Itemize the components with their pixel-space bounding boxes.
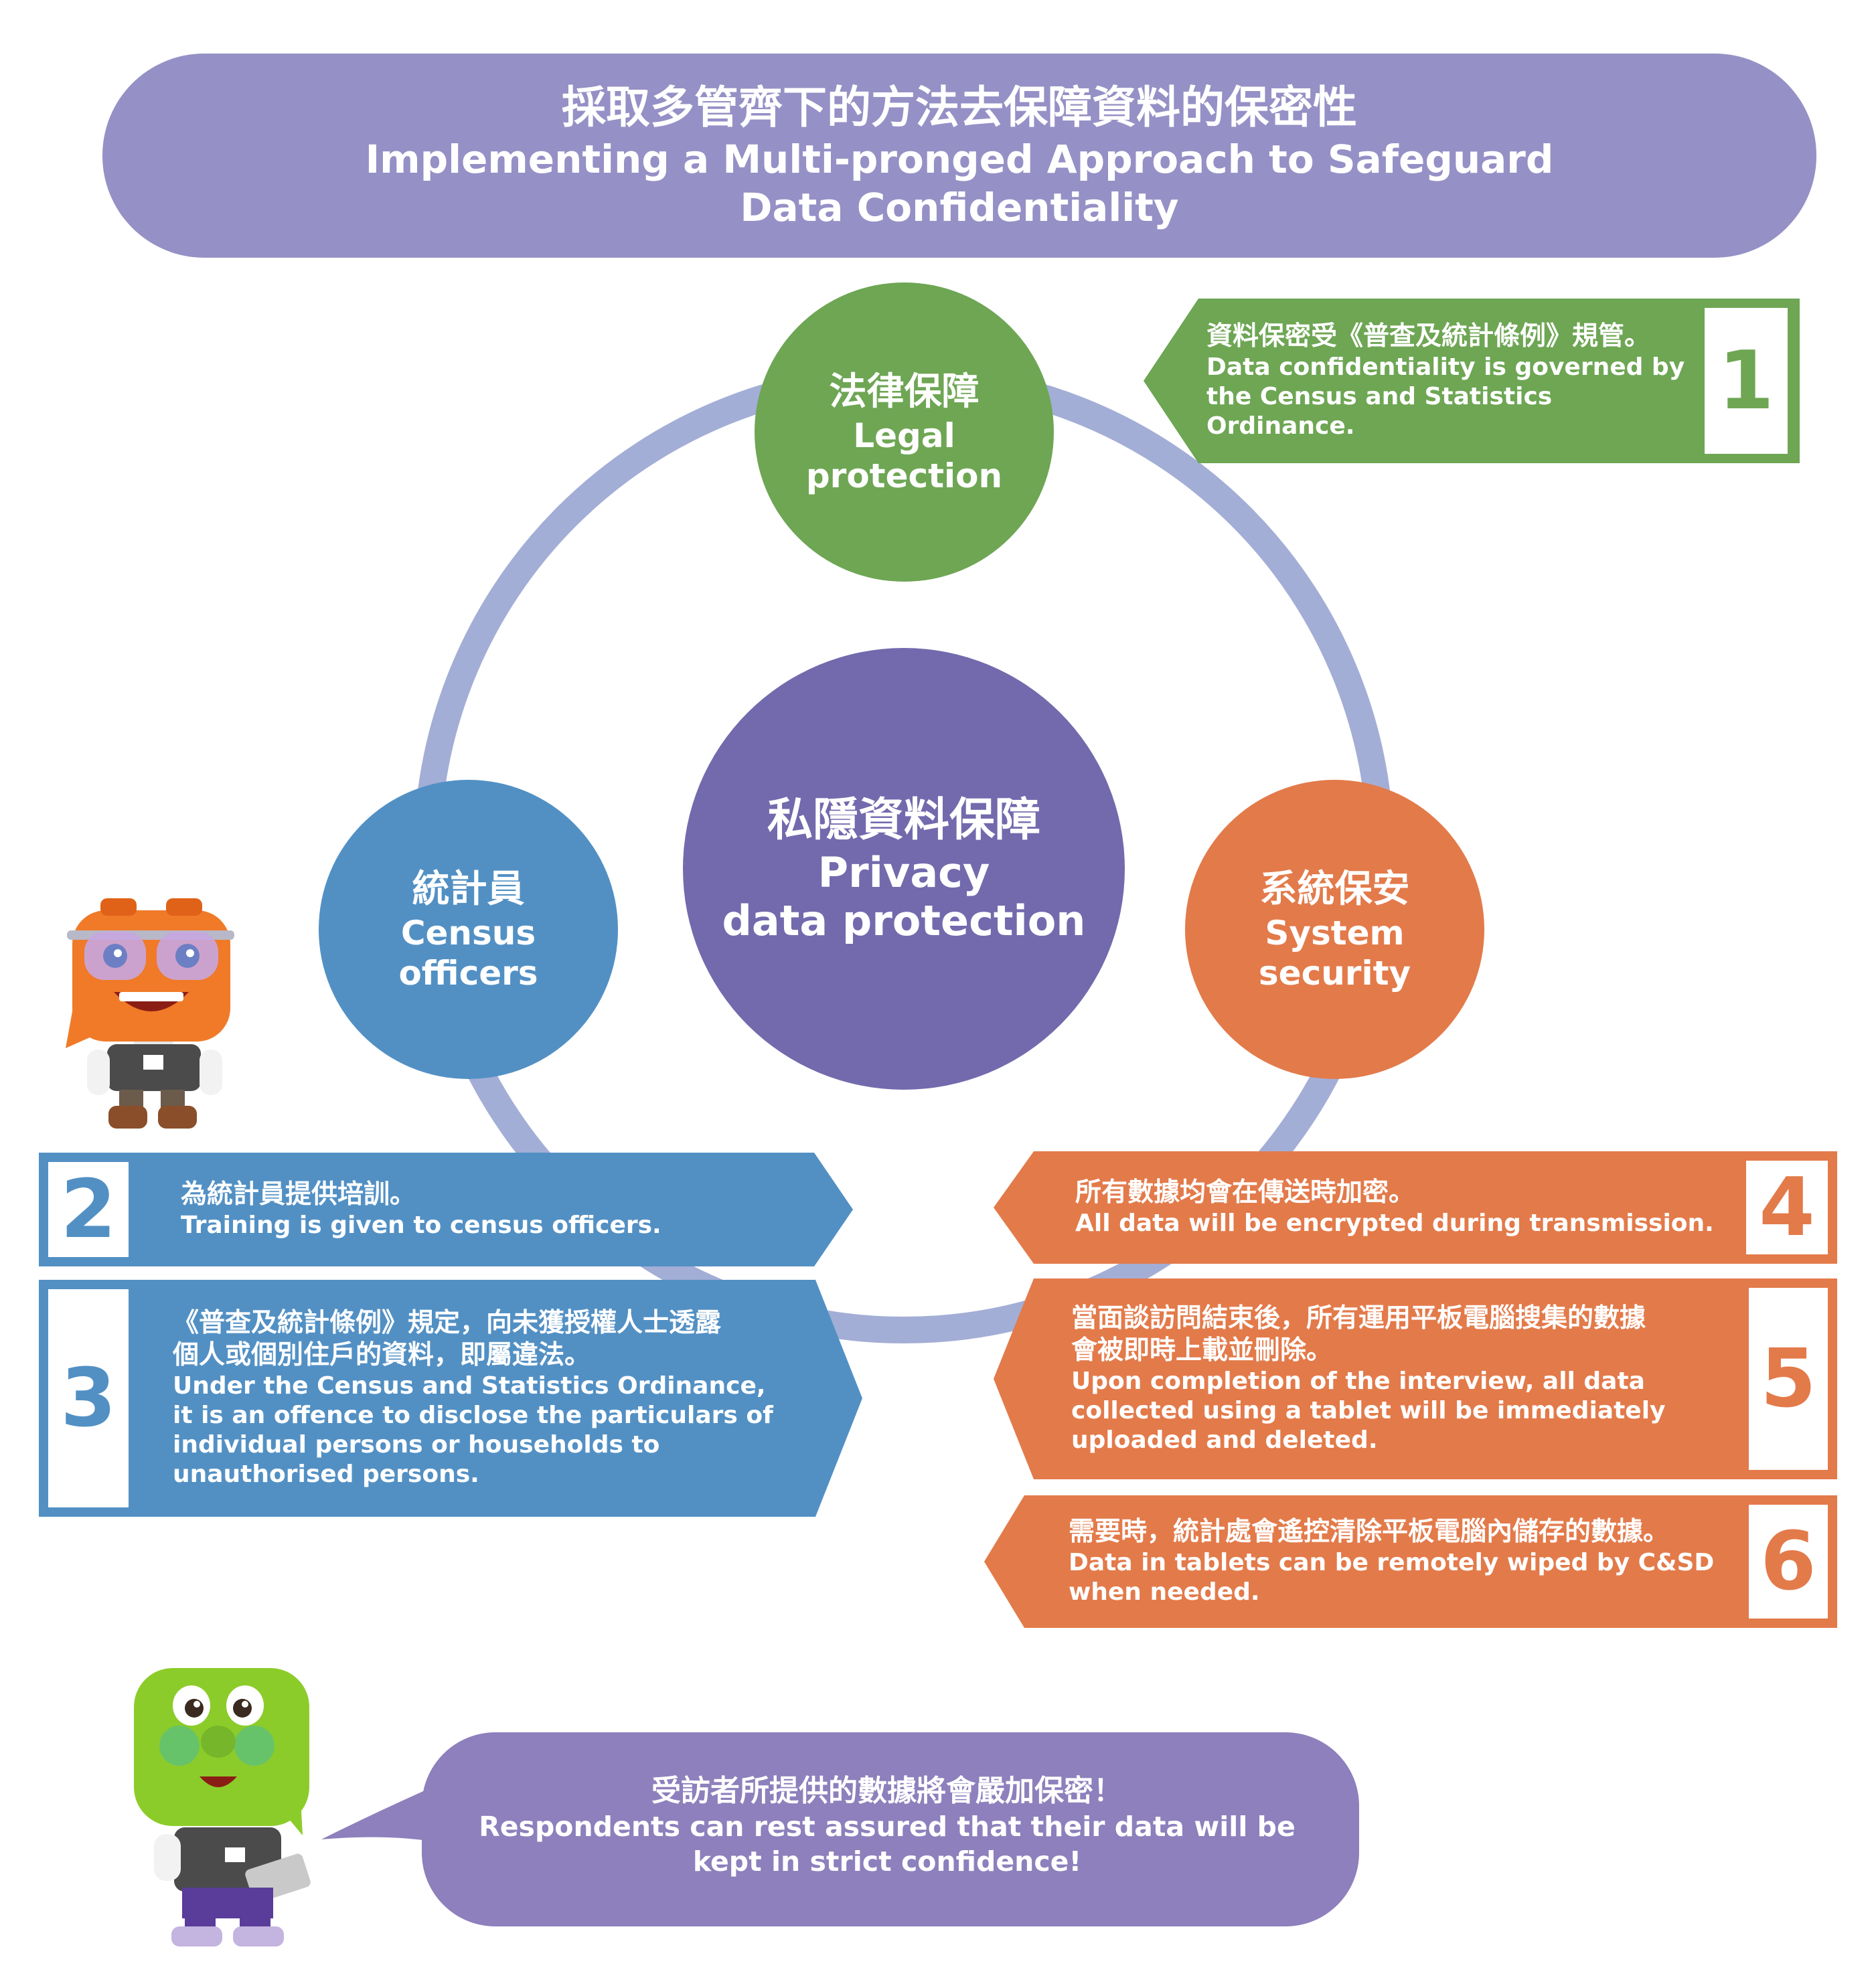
orange-mascot-icon xyxy=(66,898,234,1129)
legal-protection-circle: 法律保障 Legal protection xyxy=(755,282,1054,582)
item-4-en-line1: All data will be encrypted during transm… xyxy=(1075,1210,1714,1237)
item-6-number: 6 xyxy=(1749,1505,1828,1619)
header-banner: 採取多管齊下的方法去保障資料的保密性 Implementing a Multi-… xyxy=(102,54,1816,258)
item-1-en-line1: Data confidentiality is governed by xyxy=(1206,353,1685,381)
legal-zh: 法律保障 xyxy=(829,369,980,414)
item-1-number: 1 xyxy=(1705,308,1788,454)
item-2-en-line1: Training is given to census officers. xyxy=(181,1212,661,1239)
item-5-text: 當面談訪問結束後，所有運用平板電腦搜集的數據 會被即時上載並刪除。 Upon c… xyxy=(1071,1278,1741,1479)
item-2-number: 2 xyxy=(48,1162,129,1257)
privacy-data-protection-circle: 私隱資料保障 Privacy data protection xyxy=(683,648,1125,1090)
green-mascot-icon xyxy=(134,1668,311,1946)
item-2-arrow-box xyxy=(39,1153,853,1266)
bubble-en-line1: Respondents can rest assured that their … xyxy=(479,1810,1296,1843)
system-zh: 系統保安 xyxy=(1259,867,1410,911)
item-1-arrow-box xyxy=(1144,299,1800,463)
speech-bubble xyxy=(321,1732,1359,1926)
item-2-text: 為統計員提供培訓。 Training is given to census of… xyxy=(181,1153,783,1266)
item-4-text: 所有數據均會在傳送時加密。 All data will be encrypted… xyxy=(1075,1151,1738,1264)
item-3-en-line2: it is an offence to disclose the particu… xyxy=(173,1402,773,1429)
item-5-zh-line2: 會被即時上載並刪除。 xyxy=(1071,1335,1333,1365)
title-en-line1: Implementing a Multi-pronged Approach to… xyxy=(365,136,1554,182)
item-5-en-line2: collected using a tablet will be immedia… xyxy=(1071,1397,1666,1424)
item-3-zh-line2: 個人或個別住戶的資料，即屬違法。 xyxy=(173,1340,591,1370)
item-6-en-line2: when needed. xyxy=(1069,1578,1260,1606)
item-3-zh-line1: 《普查及統計條例》規定，向未獲授權人士透露 xyxy=(173,1308,722,1338)
legal-en: Legal protection xyxy=(805,416,1003,495)
item-3-text: 《普查及統計條例》規定，向未獲授權人士透露 個人或個別住戶的資料，即屬違法。 U… xyxy=(173,1280,795,1517)
census-officers-circle: 統計員 Census officers xyxy=(319,780,618,1079)
item-3-arrow-box xyxy=(39,1280,862,1517)
item-5-number: 5 xyxy=(1749,1288,1828,1470)
item-1-en-line2: the Census and Statistics Ordinance. xyxy=(1206,383,1553,440)
item-6-en-line1: Data in tablets can be remotely wiped by… xyxy=(1069,1549,1715,1576)
item-4-zh: 所有數據均會在傳送時加密。 xyxy=(1075,1177,1415,1208)
center-zh: 私隱資料保障 xyxy=(767,794,1040,847)
item-5-en-line3: uploaded and deleted. xyxy=(1071,1426,1378,1454)
item-3-en-line4: unauthorised persons. xyxy=(173,1461,479,1488)
item-4-arrow-box xyxy=(994,1151,1837,1264)
item-4-number: 4 xyxy=(1746,1161,1828,1254)
title-en-line2: Data Confidentiality xyxy=(740,184,1179,230)
item-6-arrow-box xyxy=(984,1495,1837,1628)
item-5-zh-line1: 當面談訪問結束後，所有運用平板電腦搜集的數據 xyxy=(1071,1303,1646,1333)
item-5-en-line1: Upon completion of the interview, all da… xyxy=(1071,1368,1645,1395)
system-security-circle: 系統保安 System security xyxy=(1185,780,1484,1079)
bubble-zh: 受訪者所提供的數據將會嚴加保密！ xyxy=(651,1773,1123,1808)
item-1-zh: 資料保密受《普查及統計條例》規管。 xyxy=(1206,321,1651,351)
item-3-number: 3 xyxy=(48,1289,129,1507)
title-zh: 採取多管齊下的方法去保障資料的保密性 xyxy=(562,81,1357,133)
bubble-text: 受訪者所提供的數據將會嚴加保密！ Respondents can rest as… xyxy=(422,1734,1352,1918)
item-2-zh: 為統計員提供培訓。 xyxy=(181,1179,416,1210)
item-5-arrow-box xyxy=(994,1278,1837,1479)
item-3-en-line3: individual persons or households to xyxy=(173,1431,660,1459)
item-6-text: 需要時，統計處會遙控清除平板電腦內儲存的數據。 Data in tablets … xyxy=(1069,1495,1745,1628)
item-1-text: 資料保密受《普查及統計條例》規管。 Data confidentiality i… xyxy=(1206,299,1695,463)
system-en: System security xyxy=(1258,913,1411,993)
item-6-zh: 需要時，統計處會遙控清除平板電腦內儲存的數據。 xyxy=(1069,1517,1670,1547)
census-zh: 統計員 xyxy=(412,867,525,911)
center-en-line2: data protection xyxy=(722,896,1086,945)
census-en: Census officers xyxy=(398,913,538,993)
item-3-en-line1: Under the Census and Statistics Ordinanc… xyxy=(173,1372,766,1400)
bubble-en-line2: kept in strict confidence! xyxy=(692,1845,1082,1878)
center-en-line1: Privacy xyxy=(817,848,990,897)
